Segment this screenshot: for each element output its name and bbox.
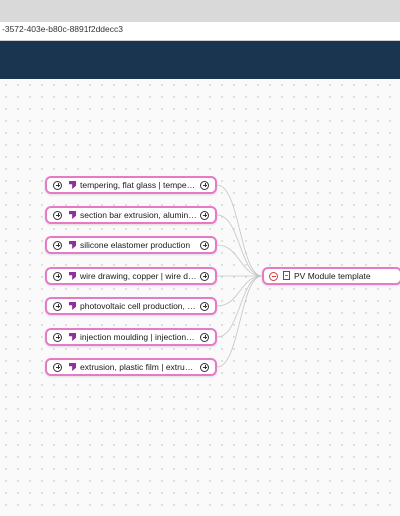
expand-left-icon[interactable]	[53, 271, 62, 281]
process-node[interactable]: silicone elastomer production	[45, 236, 217, 254]
process-icon	[69, 241, 76, 249]
process-node-label: wire drawing, copper | wire d…	[80, 271, 197, 281]
product-system-label: PV Module template	[294, 271, 371, 281]
process-node-label: extrusion, plastic film | extru…	[80, 362, 194, 372]
expand-right-icon[interactable]	[200, 240, 209, 250]
process-node[interactable]: section bar extrusion, alumin…	[45, 206, 217, 224]
process-node-label: silicone elastomer production	[80, 240, 191, 250]
process-node[interactable]: wire drawing, copper | wire d…	[45, 267, 217, 285]
document-icon	[283, 271, 290, 280]
address-bar[interactable]: -3572-403e-b80c-8891f2ddecc3	[0, 22, 400, 41]
expand-left-icon[interactable]	[53, 240, 62, 250]
edge-2	[216, 214, 263, 277]
expand-left-icon[interactable]	[53, 301, 62, 311]
expand-right-icon[interactable]	[200, 180, 209, 190]
edge-1	[216, 184, 263, 277]
process-icon	[69, 272, 76, 280]
minus-circle-icon[interactable]	[269, 271, 278, 281]
process-node-label: tempering, flat glass | tempe…	[80, 180, 196, 190]
process-node[interactable]: injection moulding | injection…	[45, 328, 217, 346]
process-node[interactable]: photovoltaic cell production, …	[45, 297, 217, 315]
expand-left-icon[interactable]	[53, 332, 62, 342]
edge-6	[216, 275, 263, 338]
process-icon	[69, 211, 76, 219]
expand-right-icon[interactable]	[200, 301, 209, 311]
process-icon	[69, 363, 76, 371]
expand-right-icon[interactable]	[200, 362, 209, 372]
expand-right-icon[interactable]	[200, 210, 209, 220]
expand-right-icon[interactable]	[200, 332, 209, 342]
process-icon	[69, 302, 76, 310]
process-icon	[69, 181, 76, 189]
edge-7	[216, 275, 263, 368]
expand-left-icon[interactable]	[53, 210, 62, 220]
graph-canvas[interactable]: tempering, flat glass | tempe… section b…	[0, 79, 400, 516]
browser-tab-bar	[0, 0, 400, 22]
expand-left-icon[interactable]	[53, 362, 62, 372]
process-node[interactable]: extrusion, plastic film | extru…	[45, 358, 217, 376]
process-icon	[69, 333, 76, 341]
edge-3	[216, 244, 263, 277]
process-node-label: injection moulding | injection…	[80, 332, 195, 342]
process-node[interactable]: tempering, flat glass | tempe…	[45, 176, 217, 194]
graph-edges	[216, 184, 263, 368]
process-node-label: photovoltaic cell production, …	[80, 301, 196, 311]
product-system-node[interactable]: PV Module template	[262, 267, 400, 285]
expand-left-icon[interactable]	[53, 180, 62, 190]
address-text: -3572-403e-b80c-8891f2ddecc3	[2, 24, 123, 34]
process-node-label: section bar extrusion, alumin…	[80, 210, 197, 220]
edge-5	[216, 275, 263, 307]
expand-right-icon[interactable]	[200, 271, 209, 281]
app-header	[0, 41, 400, 79]
